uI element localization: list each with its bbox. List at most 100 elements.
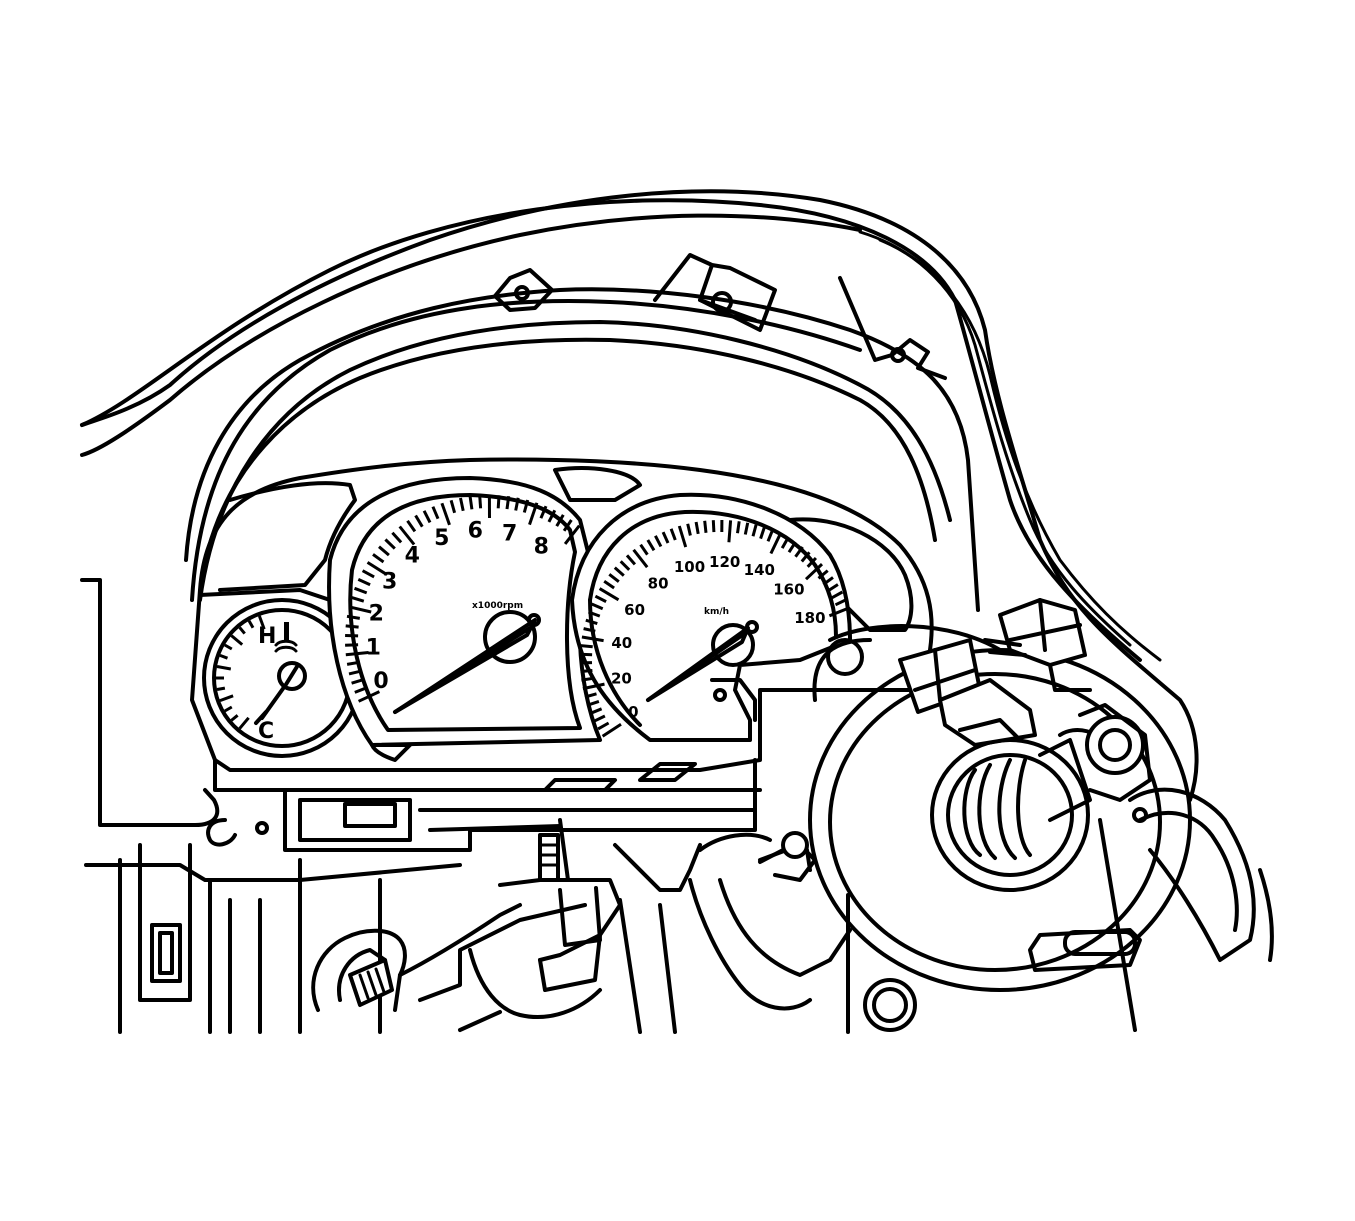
temperature-gauge-tick [219, 694, 234, 703]
speedometer-tick [804, 563, 824, 581]
tachometer-tick [354, 686, 368, 694]
cluster-lower-housing [80, 578, 757, 1034]
tachometer-tick [391, 531, 403, 544]
speedometer-tick [766, 529, 774, 542]
speedometer-tick [581, 635, 604, 643]
speedometer-tick [661, 531, 670, 544]
tachometer-tick [422, 510, 432, 524]
temperature-gauge-ticks [216, 615, 266, 730]
tachometer-tick [346, 660, 361, 666]
speedometer-tick [580, 669, 593, 673]
tachometer-tick [348, 669, 363, 676]
tachometer-tick [366, 561, 388, 576]
speedometer-tick [787, 541, 797, 554]
temperature-hot-label: H [258, 624, 276, 649]
tachometer-tick [345, 624, 359, 629]
speedometer-tick [703, 520, 708, 533]
temperature-needle [254, 661, 307, 725]
speedometer-needle [646, 620, 759, 702]
hand-holding-connector [311, 818, 622, 1032]
speedometer-tick [727, 520, 733, 543]
tachometer-tick [563, 524, 581, 545]
speedometer-tick [822, 576, 834, 586]
temperature-gauge-tick [224, 643, 233, 651]
tachometer-tick [514, 497, 520, 511]
speedometer-tick [831, 590, 844, 600]
tachometer-tick [459, 497, 465, 512]
speedometer-tick [580, 652, 593, 657]
speedometer-tick [639, 543, 649, 556]
tachometer-tick [528, 502, 539, 526]
speedometer-tick [584, 692, 597, 699]
tachometer-label: 0 [373, 669, 388, 694]
tachometer-tick [440, 502, 451, 526]
tachometer-label: 4 [405, 544, 420, 569]
hood-mounting-clip-left [493, 268, 554, 312]
tachometer-tick [357, 690, 381, 703]
speedometer-tick [587, 699, 600, 707]
tachometer-tick [539, 505, 548, 519]
speedometer-label: 100 [674, 558, 705, 576]
speedometer-tick [581, 676, 594, 682]
tachometer-tick [449, 499, 457, 514]
speedometer-label: 20 [611, 670, 632, 688]
hood-mounting-clip-center [653, 253, 777, 332]
speedometer-tick [817, 569, 829, 580]
tachometer-tick [468, 496, 474, 510]
tachometer-label: 6 [468, 518, 483, 543]
speedometer-tick [800, 551, 811, 563]
temperature-cold-label: C [258, 719, 274, 744]
tachometer-tick [431, 506, 440, 520]
speedometer-tick [590, 707, 603, 715]
tachometer-tick [562, 519, 573, 532]
temperature-gauge-tick [216, 686, 226, 691]
tachometer-tick [555, 514, 565, 527]
tachometer-tick [505, 496, 511, 510]
tachometer-label: 5 [434, 526, 449, 551]
speedometer-tick [593, 714, 606, 723]
speedometer-tick [591, 602, 604, 611]
speedometer-tick [654, 535, 663, 548]
tachometer-tick [345, 651, 369, 657]
tachometer-tick [348, 605, 372, 614]
dashboard-hood-outline [80, 189, 1199, 802]
speedometer-tick [677, 525, 688, 548]
speedometer-label: 40 [611, 634, 632, 652]
temperature-gauge-tick [247, 620, 255, 629]
speedometer-tick [603, 580, 615, 590]
speedometer-tick [580, 644, 593, 649]
tachometer-tick [478, 495, 483, 509]
tachometer-tick [384, 538, 396, 550]
speedometer-tick [743, 522, 750, 535]
tachometer-tick [496, 495, 501, 509]
tachometer-label: 7 [502, 521, 517, 546]
speedometer-tick [736, 521, 741, 534]
temperature-gauge-tick [257, 615, 266, 630]
tachometer-tick [351, 677, 365, 685]
speedometer-tick [646, 539, 656, 552]
speedometer-label: 120 [709, 553, 740, 571]
tachometer-label: 3 [382, 570, 397, 595]
temperature-gauge-tick [224, 705, 233, 713]
speedometer-tick [834, 598, 847, 607]
tachometer-tick [353, 586, 368, 595]
tachometer-tick [414, 514, 424, 528]
speedometer-tick [587, 610, 601, 618]
speedometer-tick [826, 583, 839, 593]
tachometer-tick [522, 499, 530, 513]
speedometer-tick [794, 546, 804, 558]
speedometer-ticks [579, 519, 851, 738]
speedometer-tick [585, 618, 598, 626]
center-support-bracket [613, 678, 917, 1034]
tachometer-tick [378, 545, 390, 557]
tachometer-tick [372, 553, 385, 564]
tachometer-tick [346, 614, 361, 620]
speedometer-tick [686, 523, 692, 536]
hood-mounting-clip-right [838, 276, 947, 380]
temperature-gauge-tick [230, 714, 239, 722]
tachometer-label: 2 [369, 601, 384, 626]
